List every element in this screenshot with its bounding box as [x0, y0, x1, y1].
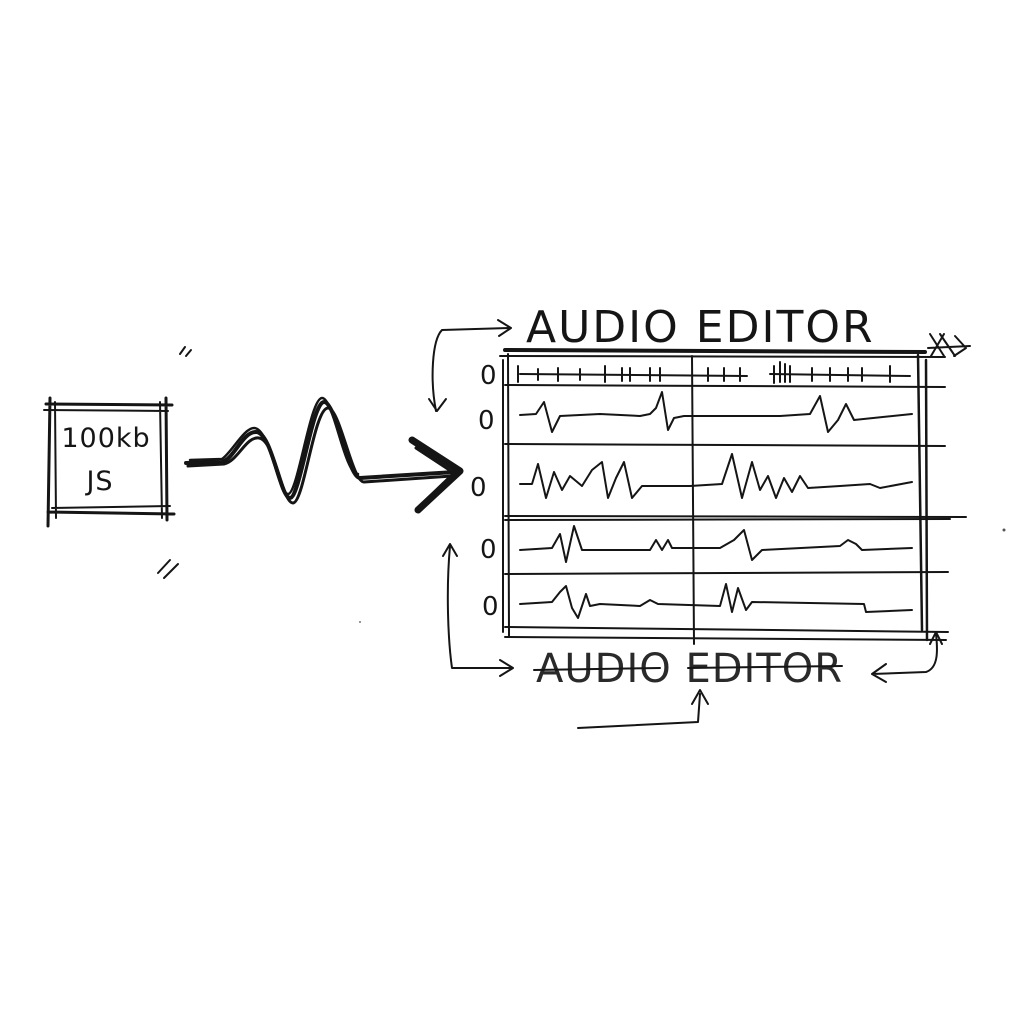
track-label: 0: [478, 406, 495, 436]
editor-title: AUDIO EDITOR: [526, 302, 875, 353]
ink-speck: [359, 621, 361, 623]
editor-footer: AUDIO EDITOR: [442, 543, 943, 729]
waveform-track: [519, 583, 913, 619]
editor-header: AUDIO EDITOR: [428, 302, 971, 412]
wave-arrow: [184, 396, 464, 514]
waveform-track: [519, 525, 913, 563]
track-label: 0: [480, 535, 497, 565]
track-label: 0: [482, 592, 499, 622]
track-labels: 0 0 0 0 0: [470, 361, 499, 622]
editor-panel: [499, 348, 967, 645]
track-label: 0: [470, 473, 487, 503]
waveform-track: [519, 391, 913, 433]
js-type-label: JS: [84, 466, 113, 497]
motion-ticks: [157, 346, 192, 579]
js-bundle-box: 100kb JS: [43, 396, 176, 528]
waveform-track: [519, 453, 913, 499]
timeline-ruler: [504, 361, 946, 388]
js-size-label: 100kb: [61, 423, 150, 454]
ink-speck: [1002, 528, 1006, 532]
track-label: 0: [480, 361, 497, 391]
